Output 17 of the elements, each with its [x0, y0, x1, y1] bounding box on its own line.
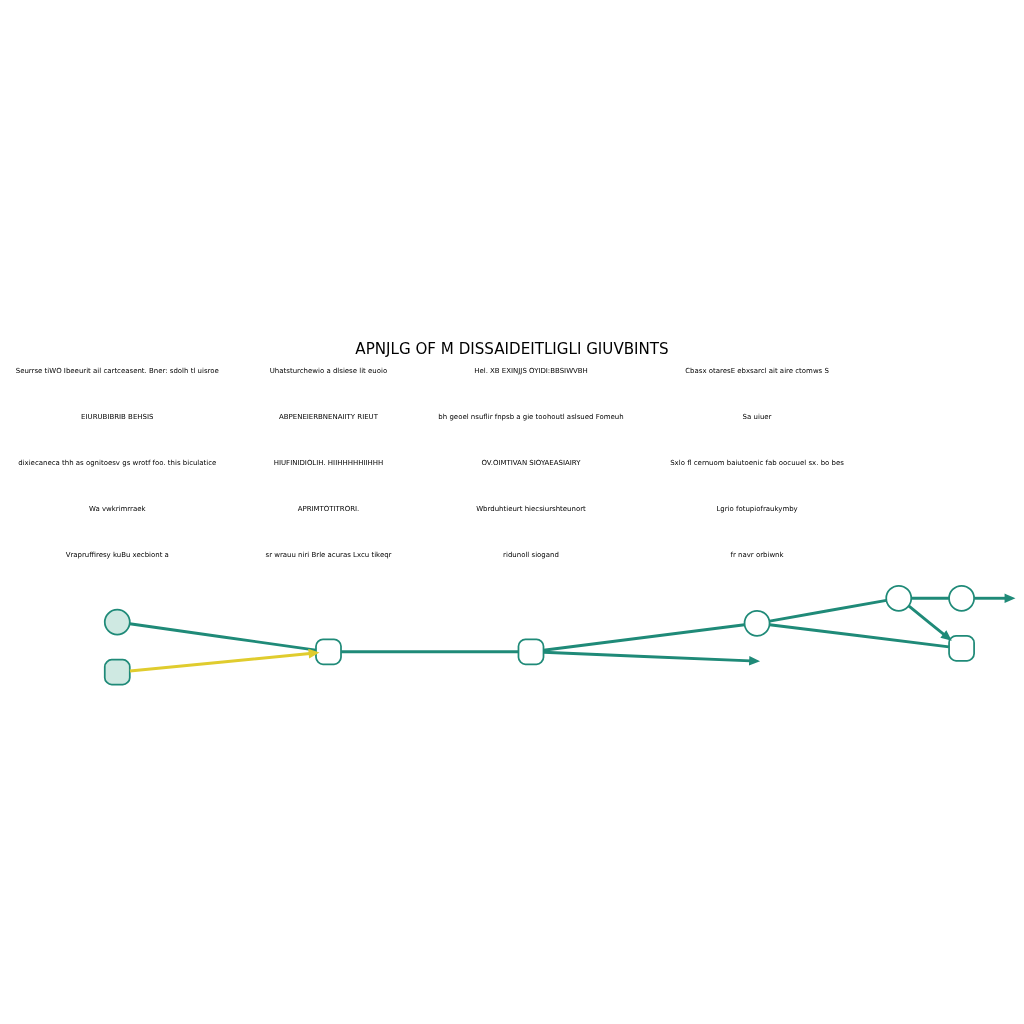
- node-box: [948, 634, 975, 662]
- connector: [911, 596, 949, 600]
- diagram-title: APNJLG OF M DISSAIDEITLIGLI GIUVBINTS: [355, 339, 669, 358]
- node-circle: [743, 609, 771, 637]
- node-box: [103, 658, 131, 686]
- node-circle: [103, 608, 131, 636]
- connector: [769, 598, 887, 623]
- node-circle: [885, 584, 913, 612]
- connector: [341, 650, 519, 654]
- connector: [769, 623, 950, 649]
- node-circle: [948, 584, 975, 612]
- arrow: [129, 648, 320, 673]
- node-box: [517, 638, 545, 666]
- node-box: [315, 638, 342, 666]
- connector: [129, 622, 317, 652]
- connector: [543, 623, 745, 652]
- arrow: [907, 604, 952, 641]
